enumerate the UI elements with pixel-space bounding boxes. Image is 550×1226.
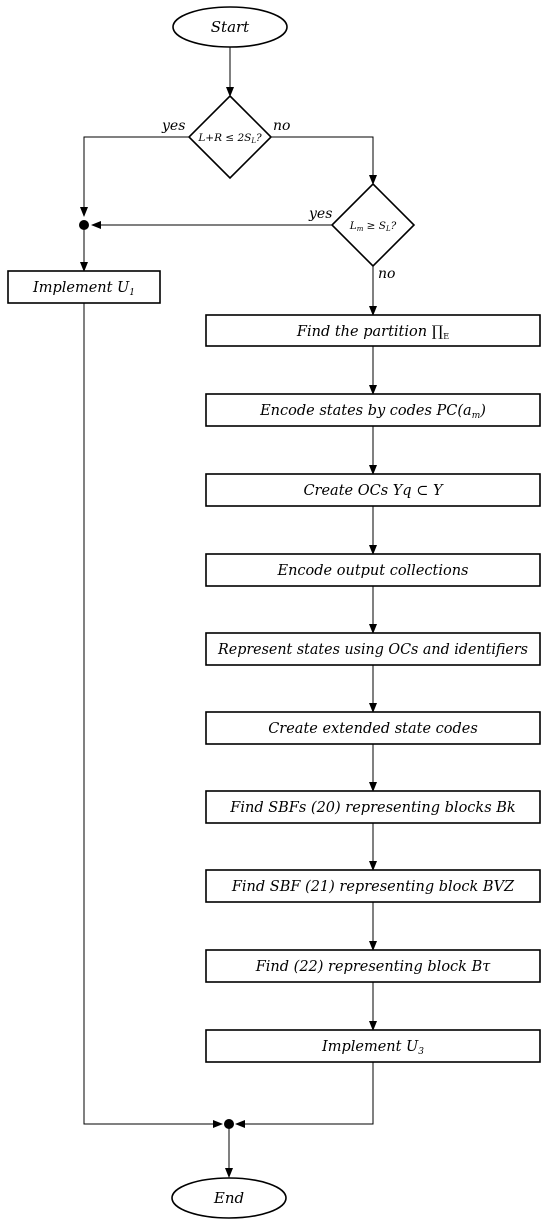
decision-2: Lm ≥ SL? bbox=[330, 182, 416, 268]
junction-dot-left bbox=[79, 220, 89, 230]
svg-text:Find SBFs (20) representing bl: Find SBFs (20) representing blocks Bk bbox=[229, 800, 515, 816]
decision-1-yes-label: yes bbox=[161, 118, 185, 134]
decision-2-condition: Lm ≥ SL? bbox=[349, 220, 397, 233]
end-label: End bbox=[213, 1189, 244, 1207]
svg-text:Find the partition ∏E: Find the partition ∏E bbox=[296, 324, 449, 341]
svg-text:Encode output collections: Encode output collections bbox=[277, 563, 469, 579]
junction-dot-merge bbox=[224, 1119, 234, 1129]
decision-1-condition: L+R ≤ 2SL? bbox=[197, 132, 262, 145]
process-implement-u1: Implement U1 bbox=[7, 270, 161, 304]
decision-1-no-label: no bbox=[273, 118, 290, 134]
process-find-partition: Find the partition ∏E bbox=[205, 314, 541, 347]
edge-decision1-yes bbox=[80, 136, 189, 217]
process-create-extended: Create extended state codes bbox=[205, 711, 541, 745]
start-label: Start bbox=[211, 18, 250, 36]
process-represent-states: Represent states using OCs and identifie… bbox=[205, 632, 541, 666]
process-encode-states: Encode states by codes PC(am) bbox=[205, 393, 541, 427]
svg-text:Find (22) representing block B: Find (22) representing block Bτ bbox=[255, 959, 491, 975]
svg-text:Encode states by codes PC(am): Encode states by codes PC(am) bbox=[259, 403, 486, 421]
process-find-sbf-21: Find SBF (21) representing block BVZ bbox=[205, 869, 541, 903]
edges bbox=[80, 47, 377, 1178]
svg-text:Find SBF (21) representing blo: Find SBF (21) representing block BVZ bbox=[231, 879, 515, 895]
svg-text:Represent states using OCs and: Represent states using OCs and identifie… bbox=[217, 642, 528, 658]
start-terminal: Start bbox=[172, 6, 288, 48]
decision-1: L+R ≤ 2SL? bbox=[187, 94, 273, 180]
process-find-22: Find (22) representing block Bτ bbox=[205, 949, 541, 983]
svg-text:Implement U1: Implement U1 bbox=[32, 280, 135, 298]
decision-2-no-label: no bbox=[378, 266, 395, 282]
end-terminal: End bbox=[171, 1177, 287, 1219]
edge-implement-u1-to-merge bbox=[83, 303, 223, 1128]
process-implement-u3: Implement U3 bbox=[205, 1029, 541, 1063]
process-encode-output: Encode output collections bbox=[205, 553, 541, 587]
edge-implement-u3-to-merge bbox=[235, 1062, 374, 1128]
decision-2-yes-label: yes bbox=[308, 206, 332, 222]
svg-text:Implement U3: Implement U3 bbox=[321, 1039, 424, 1057]
svg-text:Create OCs Yq ⊂ Y: Create OCs Yq ⊂ Y bbox=[303, 483, 444, 499]
edge-decision1-no bbox=[271, 136, 377, 185]
process-find-sbfs-20: Find SBFs (20) representing blocks Bk bbox=[205, 790, 541, 824]
process-create-ocs: Create OCs Yq ⊂ Y bbox=[205, 473, 541, 507]
svg-text:Create extended state codes: Create extended state codes bbox=[268, 721, 478, 737]
